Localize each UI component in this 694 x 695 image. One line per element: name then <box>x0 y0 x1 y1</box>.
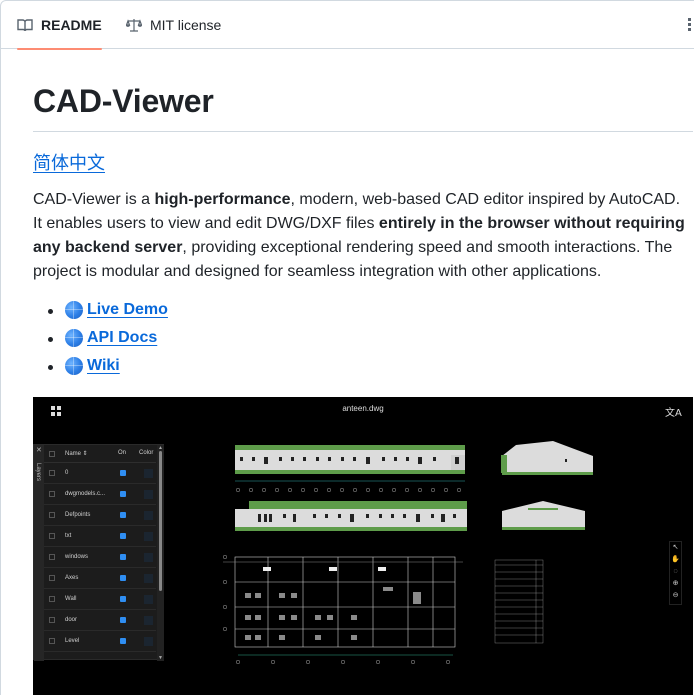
readme-tabbar: README MIT license <box>0 0 694 50</box>
tab-readme-label: README <box>41 16 102 33</box>
cad-drawing <box>222 441 593 665</box>
select-icon[interactable]: ↖ <box>672 544 679 551</box>
api-docs-link[interactable]: API Docs <box>65 327 157 349</box>
layer-on-toggle[interactable] <box>120 638 126 644</box>
layers-scrollbar[interactable]: ▲ ▼ <box>157 445 164 661</box>
layer-name: Wall <box>65 596 77 602</box>
wiki-link[interactable]: Wiki <box>65 355 120 377</box>
desc-text-3: , providing exceptional rendering speed … <box>33 239 673 280</box>
layer-color-swatch[interactable] <box>144 616 153 625</box>
api-docs-label: API Docs <box>87 329 158 346</box>
row-checkbox[interactable] <box>49 533 55 539</box>
tab-mit-license-label: MIT license <box>150 16 222 33</box>
list-item: Live Demo <box>33 299 168 327</box>
layers-panel: ✕ Layers Name ⇕ On Color 0 dwgmodels.c..… <box>33 444 164 661</box>
pan-icon[interactable]: ✋ <box>671 556 680 563</box>
row-checkbox[interactable] <box>49 638 55 644</box>
cad-viewer-screenshot: anteen.dwg 文A ✕ Layers Name ⇕ On Color 0… <box>33 397 693 695</box>
scroll-down-icon[interactable]: ▼ <box>158 655 163 661</box>
list-item: Wiki <box>33 355 168 383</box>
layer-on-toggle[interactable] <box>120 533 126 539</box>
layer-color-swatch[interactable] <box>144 511 153 520</box>
column-name[interactable]: Name ⇕ <box>65 451 88 457</box>
layer-color-swatch[interactable] <box>144 469 153 478</box>
table-row[interactable]: door <box>44 610 156 631</box>
scrollbar-thumb[interactable] <box>159 451 162 591</box>
heading-divider <box>33 131 693 132</box>
row-checkbox[interactable] <box>49 491 55 497</box>
column-color: Color <box>139 450 154 456</box>
layer-color-swatch[interactable] <box>144 532 153 541</box>
table-row[interactable]: windows <box>44 547 156 568</box>
resource-links: Live Demo API Docs Wiki <box>33 299 168 383</box>
layer-name: Axes <box>65 575 79 581</box>
table-row[interactable]: dwgmodels.c... <box>44 484 156 505</box>
layer-color-swatch[interactable] <box>144 490 153 499</box>
desc-bold-1: high-performance <box>154 191 291 208</box>
row-checkbox[interactable] <box>49 554 55 560</box>
table-row[interactable]: txt <box>44 526 156 547</box>
layer-name: dwgmodels.c... <box>65 491 106 497</box>
row-checkbox[interactable] <box>49 596 55 602</box>
layers-table-header: Name ⇕ On Color <box>44 445 156 463</box>
zoom-window-icon[interactable]: ◌ <box>673 568 678 575</box>
live-demo-label: Live Demo <box>87 301 168 318</box>
desc-bold-2: entirely in the browser without requirin… <box>33 215 685 256</box>
apps-grid-icon[interactable] <box>51 406 62 417</box>
book-icon <box>17 18 33 31</box>
view-toolbar: ↖ ✋ ◌ ⊕ ⊖ <box>669 541 682 605</box>
table-row[interactable]: 0 <box>44 463 156 484</box>
table-row[interactable]: Axes <box>44 568 156 589</box>
table-row[interactable]: Level <box>44 631 156 652</box>
drawing-filename: anteen.dwg <box>342 404 384 413</box>
row-checkbox[interactable] <box>49 617 55 623</box>
table-row[interactable]: Wall <box>44 589 156 610</box>
layer-on-toggle[interactable] <box>120 470 126 476</box>
close-icon[interactable]: ✕ <box>36 447 42 454</box>
layer-name: door <box>65 617 78 623</box>
layer-color-swatch[interactable] <box>144 637 153 646</box>
layer-name: Level <box>65 638 80 644</box>
layer-name: windows <box>65 554 89 560</box>
page-title: CAD-Viewer <box>33 83 214 119</box>
select-all-checkbox[interactable] <box>49 451 55 457</box>
layer-color-swatch[interactable] <box>144 553 153 562</box>
description-paragraph: CAD-Viewer is a high-performance, modern… <box>33 188 693 284</box>
zoom-prev-icon[interactable]: ⊖ <box>672 592 679 599</box>
layer-color-swatch[interactable] <box>144 574 153 583</box>
kebab-icon[interactable] <box>688 18 692 32</box>
zoom-extents-icon[interactable]: ⊕ <box>672 580 679 587</box>
globe-icon <box>65 357 83 375</box>
layer-color-swatch[interactable] <box>144 595 153 604</box>
chinese-readme-link[interactable]: 简体中文 <box>33 153 105 174</box>
desc-text-1: CAD-Viewer is a <box>33 191 155 208</box>
list-item: API Docs <box>33 327 168 355</box>
translate-icon[interactable]: 文A <box>665 408 682 419</box>
globe-icon <box>65 301 83 319</box>
row-checkbox[interactable] <box>49 512 55 518</box>
layer-name: Defpoints <box>65 512 91 518</box>
column-on: On <box>118 450 127 456</box>
scale-icon <box>126 18 142 32</box>
layers-panel-tab[interactable]: ✕ Layers <box>34 445 44 661</box>
desc-text-2: , modern, web-based CAD editor inspired … <box>33 191 681 232</box>
layer-on-toggle[interactable] <box>120 596 126 602</box>
layer-on-toggle[interactable] <box>120 554 126 560</box>
scroll-up-icon[interactable]: ▲ <box>158 445 163 451</box>
layer-on-toggle[interactable] <box>120 575 126 581</box>
layer-name: txt <box>65 533 72 539</box>
layer-name: 0 <box>65 470 69 476</box>
row-checkbox[interactable] <box>49 575 55 581</box>
layer-on-toggle[interactable] <box>120 617 126 623</box>
row-checkbox[interactable] <box>49 470 55 476</box>
table-row[interactable]: Defpoints <box>44 505 156 526</box>
tab-mit-license[interactable]: MIT license <box>126 0 221 49</box>
layer-on-toggle[interactable] <box>120 491 126 497</box>
layers-tab-label: Layers <box>35 463 41 482</box>
layer-on-toggle[interactable] <box>120 512 126 518</box>
globe-icon <box>65 329 83 347</box>
live-demo-link[interactable]: Live Demo <box>65 299 168 321</box>
tab-readme[interactable]: README <box>17 0 102 50</box>
wiki-label: Wiki <box>87 357 120 374</box>
